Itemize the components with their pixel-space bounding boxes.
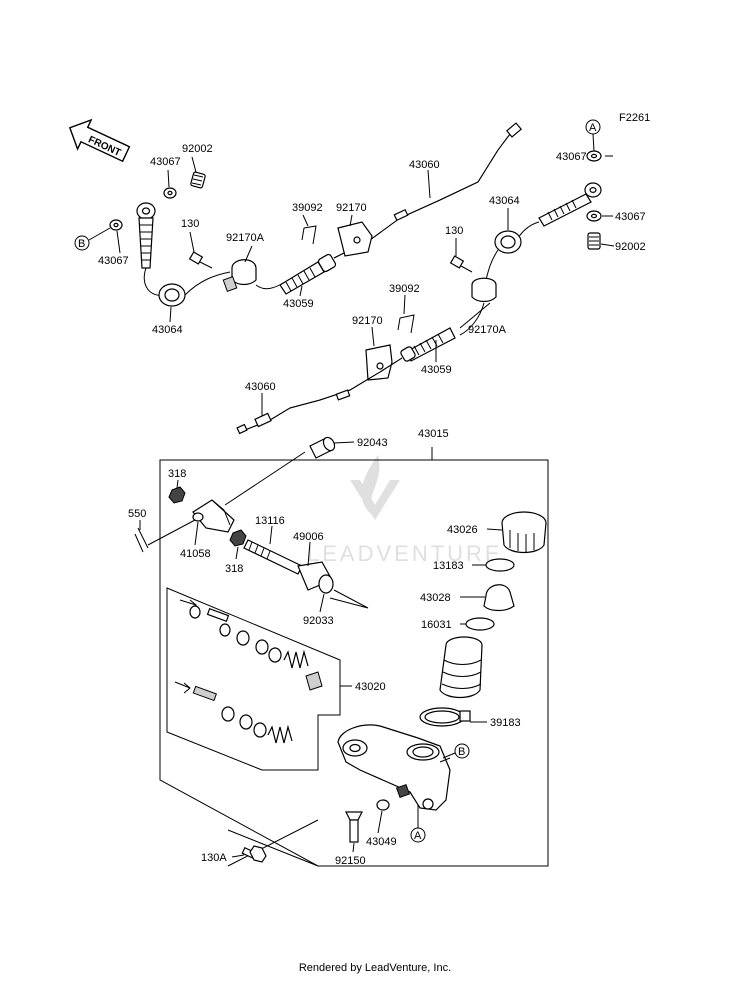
label-43067-right-bottom: 43067 xyxy=(615,211,646,223)
hose-clamp-39183 xyxy=(419,707,471,727)
callout-b-left: B xyxy=(74,227,111,251)
label-92170a-left: 92170A xyxy=(226,232,265,244)
svg-text:B: B xyxy=(458,746,465,758)
label-130a: 130A xyxy=(201,852,227,864)
label-43028: 43028 xyxy=(420,592,451,604)
label-43064-left: 43064 xyxy=(152,324,183,336)
master-cylinder-box xyxy=(159,447,549,867)
label-92170a-right: 92170A xyxy=(468,324,507,336)
label-92170-mid: 92170 xyxy=(352,315,383,327)
piston-kit-box xyxy=(166,587,341,771)
label-130-right: 130 xyxy=(445,225,463,237)
plate-13183 xyxy=(485,558,515,572)
reservoir-tank xyxy=(439,636,483,699)
left-cable-end-assembly xyxy=(109,171,337,307)
reservoir-cap-43026 xyxy=(501,511,547,554)
label-43060-top: 43060 xyxy=(409,159,440,171)
cotter-pin-550 xyxy=(134,527,149,553)
figure-code: F2261 xyxy=(619,112,650,124)
middle-cable xyxy=(236,357,403,435)
label-43049: 43049 xyxy=(366,836,397,848)
label-43067-right-top: 43067 xyxy=(556,151,587,163)
nut-318-top xyxy=(168,486,186,504)
label-92170-top: 92170 xyxy=(336,202,367,214)
watermark: LEADVENTURE xyxy=(307,455,503,566)
label-92150: 92150 xyxy=(335,855,366,867)
nut-318-bottom xyxy=(229,529,247,547)
label-43020: 43020 xyxy=(355,681,386,693)
label-43026: 43026 xyxy=(447,524,478,536)
piston-kit-row-1 xyxy=(179,599,323,691)
front-arrow-icon: FRONT xyxy=(68,118,131,163)
label-318-top: 318 xyxy=(168,468,186,480)
label-43015: 43015 xyxy=(418,428,449,440)
callout-a-bottom: A xyxy=(410,805,426,843)
clevis-41058 xyxy=(192,499,235,533)
washer-43049 xyxy=(376,799,390,811)
label-16031: 16031 xyxy=(421,619,452,631)
footer-credit: Rendered by LeadVenture, Inc. xyxy=(298,962,452,974)
pin-92043 xyxy=(224,436,336,506)
label-43059-mid: 43059 xyxy=(421,364,452,376)
float-16031 xyxy=(465,617,495,631)
label-49006: 49006 xyxy=(293,531,324,543)
label-13183: 13183 xyxy=(433,560,464,572)
label-43067-left-top: 43067 xyxy=(150,156,181,168)
master-cylinder-body xyxy=(227,724,451,867)
label-92033: 92033 xyxy=(303,615,334,627)
svg-text:A: A xyxy=(589,122,597,134)
label-43060-mid: 43060 xyxy=(245,381,276,393)
label-43064-right: 43064 xyxy=(489,195,520,207)
label-92043: 92043 xyxy=(357,437,388,449)
upper-cable xyxy=(301,122,523,259)
bolt-92150 xyxy=(345,811,363,843)
label-41058: 41058 xyxy=(180,548,211,560)
label-39092-top: 39092 xyxy=(292,202,323,214)
svg-text:A: A xyxy=(414,830,422,842)
label-92002-right: 92002 xyxy=(615,241,646,253)
leader-lines xyxy=(116,155,615,858)
label-39092-mid: 39092 xyxy=(389,283,420,295)
svg-text:B: B xyxy=(78,238,85,250)
label-130-left: 130 xyxy=(181,218,199,230)
label-318-bottom: 318 xyxy=(225,563,243,575)
label-550: 550 xyxy=(128,508,146,520)
right-cable-end-assembly xyxy=(365,150,602,381)
piston-kit-row-2 xyxy=(174,681,293,744)
label-43059-top: 43059 xyxy=(283,298,314,310)
circlip-92033 xyxy=(318,574,334,594)
label-13116: 13116 xyxy=(255,515,285,527)
label-43067-left-bottom: 43067 xyxy=(98,255,129,267)
callout-a-top: A xyxy=(585,119,601,152)
push-rod-13116 xyxy=(243,539,303,575)
bolt-130a xyxy=(241,845,267,863)
part-labels: 92002 43067 43067 130 92170A 43064 39092… xyxy=(98,143,646,867)
diaphragm-43028 xyxy=(483,584,515,612)
callout-b-right: B xyxy=(442,743,470,759)
label-39183: 39183 xyxy=(490,717,521,729)
label-92002-top: 92002 xyxy=(182,143,213,155)
watermark-text: LEADVENTURE xyxy=(307,541,503,566)
